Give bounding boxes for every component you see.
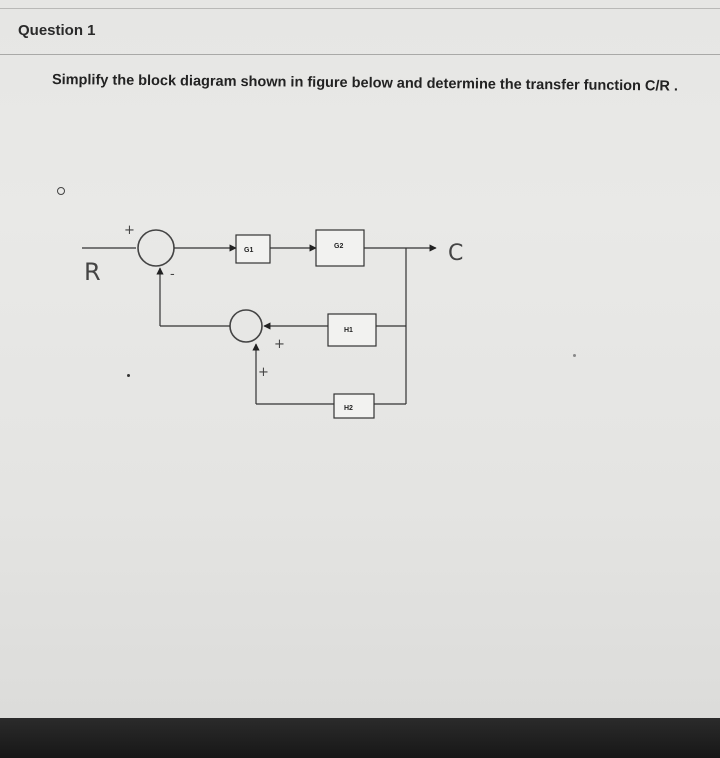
top-divider	[0, 0, 720, 9]
summing-junction-2	[229, 309, 263, 343]
question-prompt: Simplify the block diagram shown in figu…	[51, 72, 679, 95]
input-label-r: R	[84, 258, 101, 286]
output-label-c: C	[448, 241, 463, 266]
block-h2-label: H2	[344, 405, 353, 412]
monitor-bezel	[0, 718, 720, 758]
block-g2-label: G2	[334, 243, 343, 250]
block-g1-label: G1	[244, 247, 253, 254]
block-g1	[235, 234, 271, 264]
sign-plus-3: +	[258, 365, 269, 380]
summing-junction-1	[137, 229, 175, 267]
stray-dot	[127, 374, 130, 377]
stray-dot	[573, 354, 576, 357]
radio-circle-icon[interactable]	[57, 187, 65, 195]
block-h2	[333, 393, 375, 419]
sign-plus-2: +	[274, 337, 285, 352]
question-header	[0, 14, 720, 55]
block-h1	[327, 313, 377, 347]
sign-plus-1: +	[124, 223, 135, 238]
question-title: Question 1	[18, 22, 96, 39]
block-diagram: R + - G1 G2 C H1 + + H2	[82, 223, 463, 419]
block-h1-label: H1	[344, 327, 353, 334]
screen: Question 1 Simplify the block diagram sh…	[0, 0, 720, 718]
sign-minus-1: -	[170, 267, 175, 282]
